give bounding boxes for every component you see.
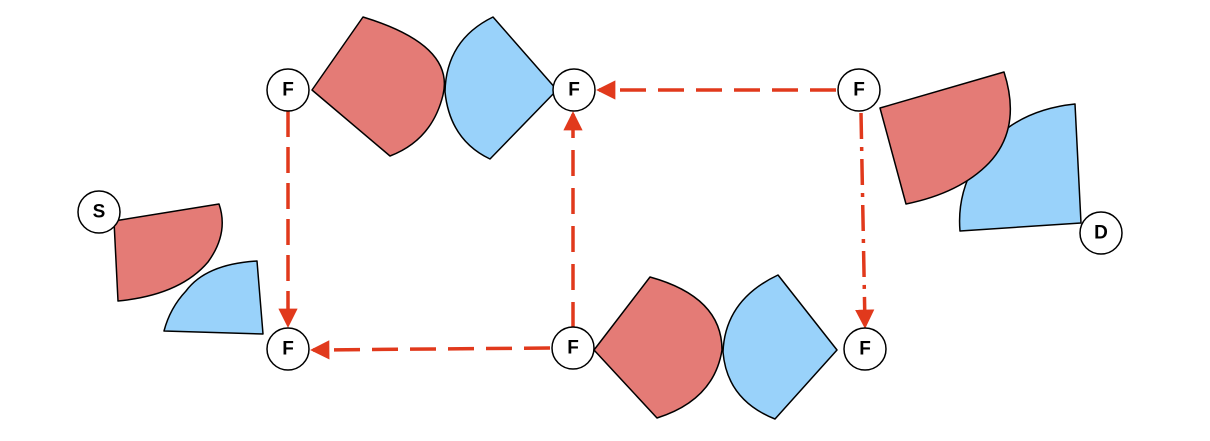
red-sector-shape-left bbox=[113, 203, 223, 302]
shape-pair-left bbox=[113, 203, 264, 335]
shape-pair-top bbox=[311, 16, 558, 160]
shape-pair-bottom bbox=[593, 274, 838, 420]
node-label: S bbox=[93, 202, 106, 223]
edge-bottom-middle-to-bottom-left bbox=[310, 340, 551, 360]
red-sector-shape-right bbox=[879, 71, 1012, 205]
node-label: F bbox=[853, 80, 865, 101]
node-label: F bbox=[567, 338, 579, 359]
node-f-bottom-left: F bbox=[266, 327, 310, 371]
node-f-top-middle: F bbox=[552, 68, 596, 112]
node-destination: D bbox=[1079, 211, 1123, 255]
node-f-bottom-right: F bbox=[843, 327, 887, 371]
node-f-bottom-middle: F bbox=[551, 326, 595, 370]
node-label: F bbox=[859, 339, 871, 360]
blue-sector-shape-left bbox=[163, 260, 264, 335]
node-label: F bbox=[568, 80, 580, 101]
shape-pair-right bbox=[879, 71, 1082, 232]
red-kite-shape-top bbox=[311, 16, 446, 157]
edge-top-right-to-bottom-right bbox=[855, 112, 875, 329]
blue-kite-shape-bottom bbox=[722, 274, 838, 420]
node-f-top-left: F bbox=[266, 68, 310, 112]
node-label: F bbox=[282, 80, 294, 101]
node-start: S bbox=[77, 190, 121, 234]
node-label: F bbox=[282, 339, 294, 360]
edges bbox=[278, 80, 875, 360]
node-label: D bbox=[1094, 223, 1108, 244]
blue-kite-shape-top bbox=[444, 16, 558, 160]
node-f-top-right: F bbox=[837, 68, 881, 112]
red-kite-shape-bottom bbox=[593, 276, 723, 419]
